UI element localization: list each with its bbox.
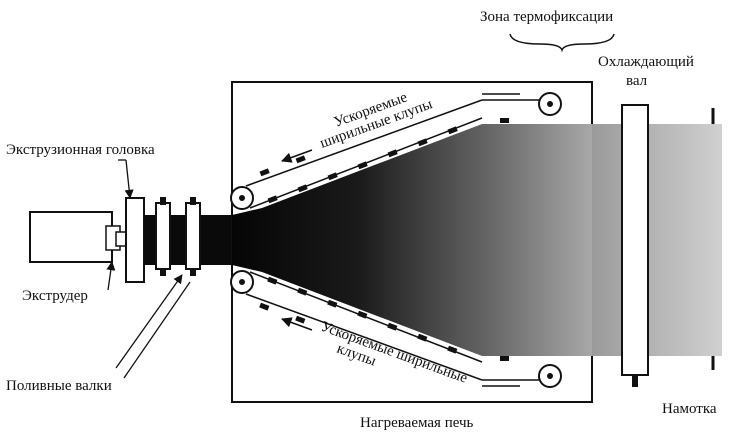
cooling-roll-label-2: вал [626, 73, 648, 89]
stretched-film [232, 124, 592, 356]
heatset-zone-label: Зона термофиксации [480, 9, 613, 25]
extruder [29, 211, 131, 263]
cooling-roll [621, 104, 649, 387]
clip-direction-arrows [281, 93, 520, 387]
casting-rolls-label: Поливные валки [6, 378, 112, 394]
extruder-label: Экструдер [22, 288, 88, 304]
casting-rolls [155, 197, 201, 276]
oven-label: Нагреваемая печь [360, 415, 474, 431]
heatset-zone-brace [509, 33, 615, 53]
leader-lines [106, 159, 191, 379]
extrusion-head-label: Экструзионная головка [6, 142, 155, 158]
film-strip-outlet [592, 124, 722, 356]
winding-label: Намотка [662, 401, 717, 417]
tenter-clips [259, 118, 509, 361]
cooling-roll-label: Охлаждающий [598, 54, 694, 70]
extrusion-head [125, 197, 145, 283]
